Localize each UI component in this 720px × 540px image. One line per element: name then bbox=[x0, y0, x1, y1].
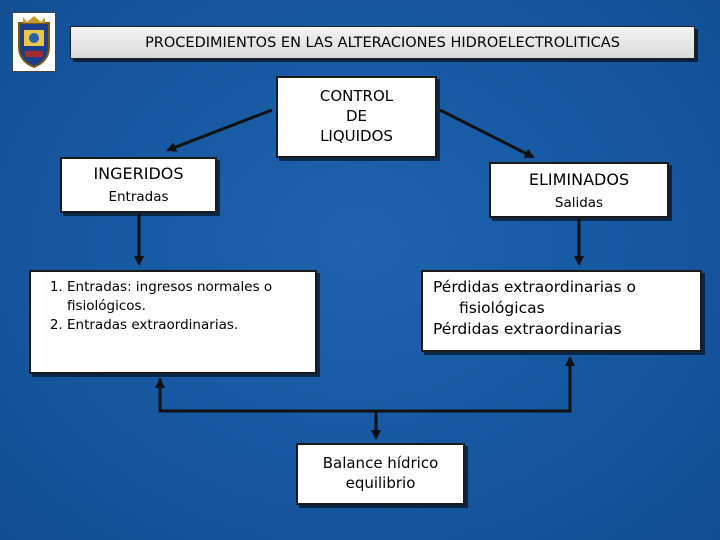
perdidas-line-2: fisiológicas bbox=[459, 299, 545, 317]
eliminados-title: ELIMINADOS bbox=[528, 170, 630, 189]
balance-line-1: Balance hídrico bbox=[322, 454, 439, 472]
control-liquidos-box: CONTROL DE LIQUIDOS bbox=[276, 76, 437, 158]
entradas-item-1: Entradas: ingresos normales o fisiológic… bbox=[67, 278, 309, 316]
control-line-3: LIQUIDOS bbox=[320, 127, 393, 145]
entradas-list-box: Entradas: ingresos normales o fisiológic… bbox=[29, 270, 317, 374]
title-bar: PROCEDIMIENTOS EN LAS ALTERACIONES HIDRO… bbox=[70, 26, 695, 59]
entradas-list: Entradas: ingresos normales o fisiológic… bbox=[31, 278, 309, 335]
balance-hidrico-box: Balance hídrico equilibrio bbox=[296, 443, 465, 505]
balance-bracket bbox=[158, 358, 572, 413]
eliminados-box: ELIMINADOS Salidas bbox=[489, 162, 669, 218]
control-line-2: DE bbox=[345, 107, 368, 125]
balance-line-2: equilibrio bbox=[345, 474, 416, 492]
perdidas-line-3: Pérdidas extraordinarias bbox=[433, 320, 622, 338]
control-line-1: CONTROL bbox=[319, 87, 394, 105]
arrow-control-to-eliminados bbox=[439, 108, 535, 159]
ingeridos-box: INGERIDOS Entradas bbox=[60, 157, 217, 213]
ingeridos-title: INGERIDOS bbox=[93, 164, 184, 183]
eliminados-subtitle: Salidas bbox=[554, 195, 604, 211]
university-crest-logo bbox=[12, 12, 56, 72]
arrow-control-to-ingeridos bbox=[166, 108, 273, 152]
ingeridos-subtitle: Entradas bbox=[108, 189, 169, 205]
entradas-item-2: Entradas extraordinarias. bbox=[67, 316, 309, 335]
perdidas-line-1: Pérdidas extraordinarias o bbox=[433, 278, 637, 296]
page-title: PROCEDIMIENTOS EN LAS ALTERACIONES HIDRO… bbox=[145, 35, 620, 51]
perdidas-box: Pérdidas extraordinarias o fisiológicas … bbox=[421, 270, 702, 352]
